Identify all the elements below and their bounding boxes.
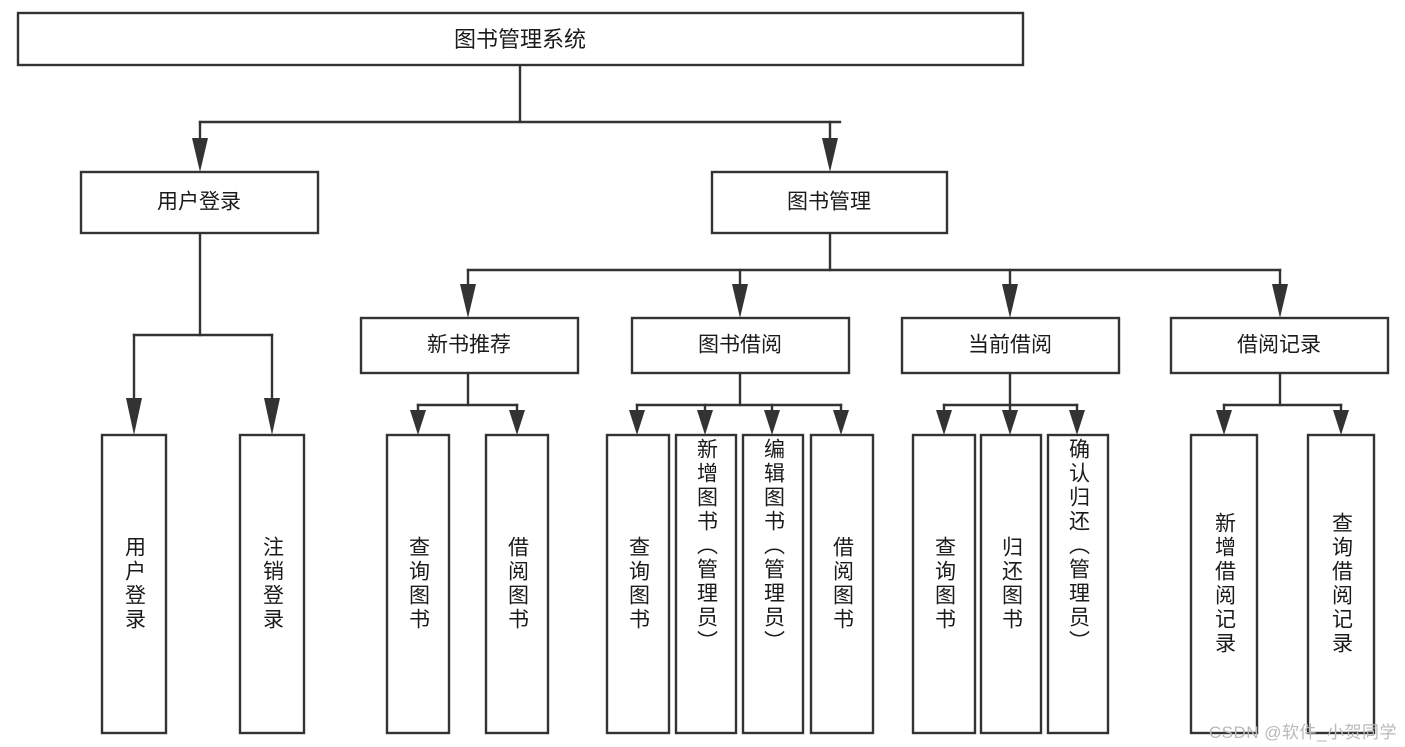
node-label: 图书借阅 [698,334,782,357]
connector-newbook-to-leaves [410,371,525,435]
arrow-head-icon [732,284,748,318]
node-label: 新书推荐 [427,334,511,357]
arrow-head-icon [460,284,476,318]
node-box[interactable] [630,316,851,375]
connector-bookborrow-to-leaves [629,371,849,435]
leaf-box-query-book-3[interactable] [911,433,977,735]
arrow-head-icon [822,138,838,172]
leaf-box-query-book-2[interactable] [605,433,671,735]
connector-userlogin-to-leaves [126,231,280,435]
node-box[interactable] [79,170,320,235]
node-label: 借阅记录 [1237,334,1321,357]
node-current-borrow[interactable]: 当前借阅 [900,316,1121,375]
node-label: 图书管理 [787,191,871,214]
arrow-head-icon [1069,410,1085,435]
leaf-box-confirm-return[interactable] [1046,433,1110,735]
arrow-head-icon [764,410,780,435]
node-book-management[interactable]: 图书管理 [710,170,949,235]
arrow-head-icon [126,398,142,435]
node-label: 当前借阅 [968,334,1052,357]
node-label: 图书管理系统 [454,27,586,52]
watermark: CSDN @软件_小贺同学 [1208,723,1397,742]
arrow-head-icon [1002,284,1018,318]
node-label: 用户登录 [157,191,241,214]
node-box[interactable] [900,316,1121,375]
node-root[interactable]: 图书管理系统 [16,11,1025,67]
arrow-head-icon [697,410,713,435]
node-box[interactable] [710,170,949,235]
node-box[interactable] [1169,316,1390,375]
node-box[interactable] [359,316,580,375]
connector-root-to-level1 [192,63,842,172]
arrow-head-icon [509,410,525,435]
node-new-book-recommend[interactable]: 新书推荐 [359,316,580,375]
leaf-box-add-book[interactable] [674,433,738,735]
leaf-box-borrow-book-2[interactable] [809,433,875,735]
leaf-box-add-record[interactable] [1189,433,1259,735]
arrow-head-icon [264,398,280,435]
connector-borrowrecord-to-leaves [1216,371,1349,435]
arrow-head-icon [1333,410,1349,435]
leaf-box-user-login[interactable] [100,433,168,735]
arrow-head-icon [1272,284,1288,318]
arrow-head-icon [1216,410,1232,435]
leaf-box-query-record[interactable] [1306,433,1376,735]
node-book-borrow[interactable]: 图书借阅 [630,316,851,375]
leaf-box-return-book[interactable] [979,433,1043,735]
leaf-box-logout[interactable] [238,433,306,735]
arrow-head-icon [833,410,849,435]
leaf-box-borrow-book-1[interactable] [484,433,550,735]
node-box[interactable] [16,11,1025,67]
node-user-login[interactable]: 用户登录 [79,170,320,235]
arrow-head-icon [410,410,426,435]
arrow-head-icon [192,138,208,172]
arrow-head-icon [1002,410,1018,435]
connector-bookmanage-to-level2 [460,231,1288,318]
leaf-box-query-book-1[interactable] [385,433,451,735]
arrow-head-icon [629,410,645,435]
node-borrow-record[interactable]: 借阅记录 [1169,316,1390,375]
connector-currentborrow-to-leaves [936,371,1085,435]
arrow-head-icon [936,410,952,435]
leaf-box-edit-book[interactable] [741,433,805,735]
